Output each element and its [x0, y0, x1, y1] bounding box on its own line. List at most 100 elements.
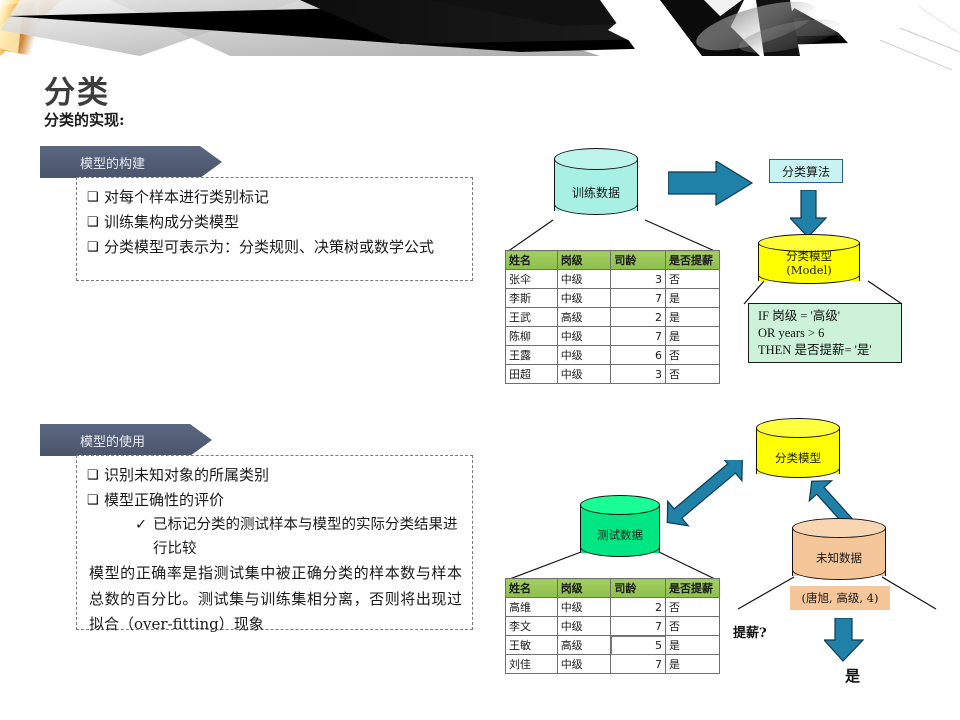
right-arrow-to-algorithm	[668, 161, 754, 207]
sub-bullet-item: ✓ 已标记分类的测试样本与模型的实际分类结果进行比较	[87, 513, 464, 561]
column-header: 是否提薪	[665, 250, 720, 270]
column-header: 姓名	[505, 250, 558, 270]
section-header-model-building: 模型的构建	[40, 146, 222, 178]
final-down-arrow	[824, 618, 864, 662]
table-header-row: 姓名 岗级 司龄 是否提薪	[505, 250, 720, 270]
classification-algorithm-box: 分类算法	[769, 159, 843, 183]
cylinder-top	[792, 518, 886, 538]
table-row: 高维 中级 2 否	[505, 597, 720, 617]
cylinder-label: 分类模型	[786, 249, 832, 263]
unknown-data-cylinder: 未知数据	[792, 518, 886, 586]
model-building-content-box: ❑ 对每个样本进行类别标记 ❑ 训练集构成分类模型 ❑ 分类模型可表示为：分类规…	[76, 177, 473, 281]
decorative-banner	[0, 0, 960, 57]
banner-graphic	[0, 0, 960, 56]
test-data-cylinder: 测试数据	[580, 495, 660, 563]
table-row: 陈柳 中级 7 是	[505, 326, 720, 346]
table-row: 李文 中级 7 否	[505, 616, 720, 636]
cell-raise: 否	[665, 345, 720, 365]
rule-line: OR years > 6	[758, 326, 825, 340]
cell-name: 田超	[505, 364, 558, 384]
cell-raise: 是	[665, 307, 720, 327]
cylinder-top	[554, 148, 638, 170]
cell-level: 中级	[556, 269, 612, 289]
cell-level: 中级	[556, 345, 612, 365]
square-bullet-icon: ❑	[87, 468, 99, 483]
table-row: 王露 中级 6 否	[505, 345, 720, 365]
cylinder-body	[554, 159, 638, 211]
cell-tenure: 3	[610, 364, 667, 384]
test-data-table: 姓名 岗级 司龄 是否提薪 高维 中级 2 否 李文 中级 7 否 王敏 高级	[505, 578, 720, 674]
cell-tenure: 7	[610, 326, 667, 346]
cell-raise: 是	[665, 326, 720, 346]
bullet-text: 模型正确性的评价	[104, 491, 225, 509]
square-bullet-icon: ❑	[87, 493, 99, 508]
cell-tenure-selected[interactable]: 5	[610, 635, 667, 655]
cylinder-label: 训练数据	[571, 186, 620, 200]
cell-level: 中级	[556, 326, 612, 346]
cylinder-label: 未知数据	[816, 551, 862, 565]
cylinder-label: 分类模型	[775, 451, 821, 465]
classification-model-cylinder-top: 分类模型 (Model)	[758, 234, 860, 290]
bullet-item: ❑ 训练集构成分类模型	[87, 210, 464, 235]
cell-name: 高维	[505, 597, 558, 617]
paragraph-text: 模型的正确率是指测试集中被正确分类的样本数与样本总数的百分比。测试集与训练集相分…	[89, 564, 462, 633]
bullet-item: ❑ 模型正确性的评价	[87, 488, 464, 513]
table-row: 王武 高级 2 是	[505, 307, 720, 327]
column-header: 司龄	[610, 578, 667, 598]
section-header-model-usage: 模型的使用	[40, 424, 212, 456]
cell-raise: 否	[665, 269, 720, 289]
section-header-label: 模型的使用	[80, 434, 146, 450]
cell-raise: 否	[665, 364, 720, 384]
cylinder-label: 测试数据	[597, 528, 643, 542]
sub-bullet-text: 已标记分类的测试样本与模型的实际分类结果进行比较	[153, 517, 458, 557]
square-bullet-icon: ❑	[87, 215, 99, 230]
cell-name: 王敏	[505, 635, 558, 655]
table-row: 田超 中级 3 否	[505, 364, 720, 384]
square-bullet-icon: ❑	[87, 190, 99, 205]
cell-level: 中级	[556, 654, 612, 674]
cell-level: 高级	[556, 307, 612, 327]
cell-tenure: 3	[610, 269, 667, 289]
page-subtitle: 分类的实现:	[44, 111, 125, 129]
column-header: 姓名	[505, 578, 558, 598]
square-bullet-icon: ❑	[87, 240, 99, 255]
table-row: 刘佳 中级 7 是	[505, 654, 720, 674]
cell-name: 李斯	[505, 288, 558, 308]
bullet-text: 识别未知对象的所属类别	[104, 466, 270, 484]
bullet-text: 对每个样本进行类别标记	[104, 188, 270, 206]
column-header: 岗级	[556, 578, 612, 598]
cell-level: 中级	[556, 288, 612, 308]
bullet-item: ❑ 对每个样本进行类别标记	[87, 185, 464, 210]
cell-level: 高级	[556, 635, 612, 655]
page-title: 分类	[44, 75, 110, 111]
cell-raise: 是	[665, 635, 720, 655]
bullet-text: 训练集构成分类模型	[104, 213, 240, 231]
training-leader-lines	[506, 219, 718, 253]
unknown-record-label: (唐旭, 高级, 4)	[801, 591, 879, 605]
cell-level: 中级	[556, 597, 612, 617]
down-arrow-to-model	[790, 190, 828, 238]
table-row: 王敏 高级 5 是	[505, 635, 720, 655]
cell-name: 王武	[505, 307, 558, 327]
table-row: 李斯 中级 7 是	[505, 288, 720, 308]
cell-name: 李文	[505, 616, 558, 636]
cell-level: 中级	[556, 364, 612, 384]
section-header-label: 模型的构建	[80, 156, 146, 172]
cell-tenure: 7	[610, 654, 667, 674]
cell-level: 中级	[556, 616, 612, 636]
cylinder-sublabel: (Model)	[786, 263, 832, 277]
unknown-record-box: (唐旭, 高级, 4)	[790, 586, 890, 610]
table-row: 张伞 中级 3 否	[505, 269, 720, 289]
training-data-table: 姓名 岗级 司龄 是否提薪 张伞 中级 3 否 李斯 中级 7 是 王武 高级	[505, 250, 720, 384]
check-bullet-icon: ✓	[135, 517, 148, 533]
cell-tenure: 7	[610, 288, 667, 308]
cell-tenure: 2	[610, 307, 667, 327]
cell-raise: 是	[665, 288, 720, 308]
cell-raise: 否	[665, 616, 720, 636]
cell-tenure: 2	[610, 597, 667, 617]
bullet-text: 分类模型可表示为：分类规则、决策树或数学公式	[104, 238, 435, 256]
model-usage-content-box: ❑ 识别未知对象的所属类别 ❑ 模型正确性的评价 ✓ 已标记分类的测试样本与模型…	[76, 455, 473, 633]
bidirectional-arrow-test-model	[666, 460, 743, 527]
cell-raise: 是	[665, 654, 720, 674]
